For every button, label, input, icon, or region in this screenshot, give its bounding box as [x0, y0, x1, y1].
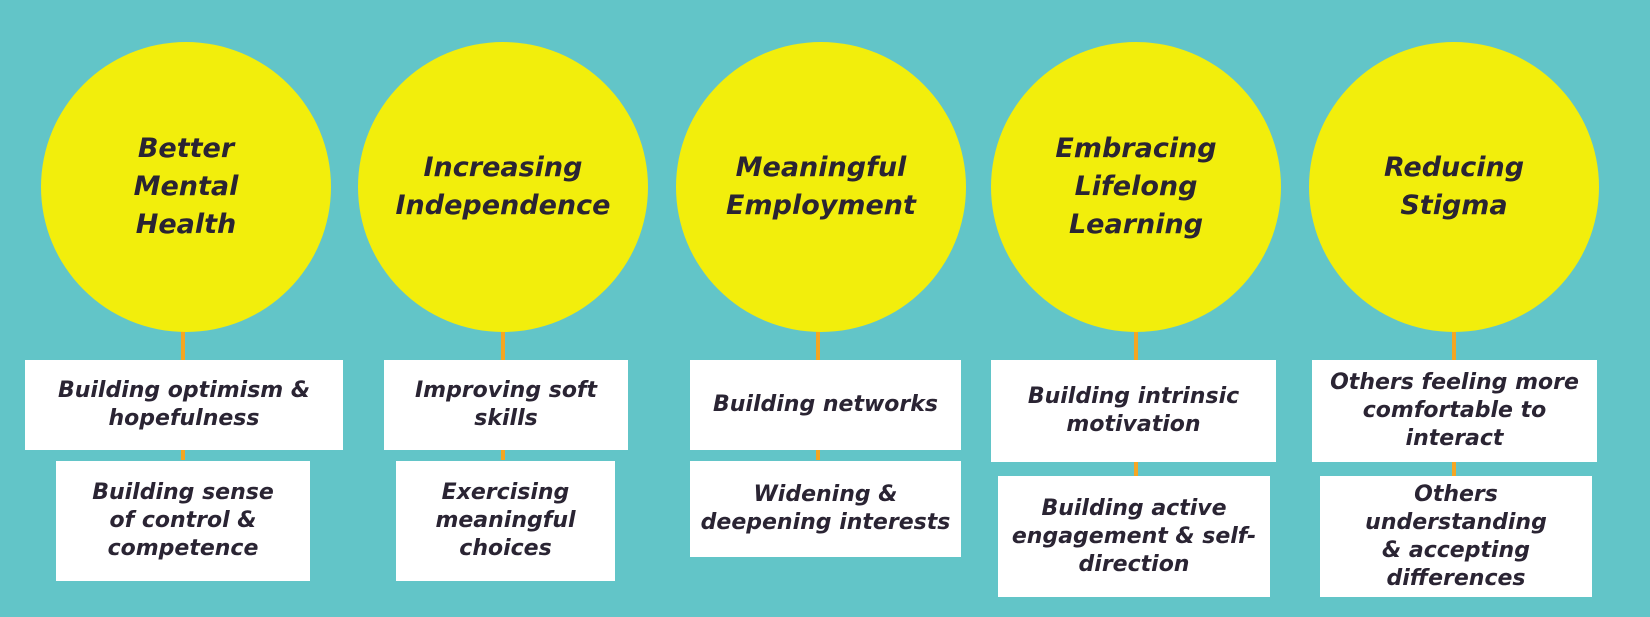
- step-label: Others understanding & accepting differe…: [1365, 481, 1547, 591]
- outcome-label: Increasing Independence: [395, 152, 611, 221]
- step-label: Improving soft skills: [414, 378, 598, 431]
- step-box: Exercising meaningful choices: [396, 461, 615, 581]
- step-box: Improving soft skills: [384, 360, 628, 450]
- step-label: Exercising meaningful choices: [435, 480, 576, 561]
- outcome-circle-mental-health: Better Mental Health: [41, 42, 331, 332]
- step-label: Building sense of control & competence: [92, 480, 274, 561]
- step-label: Building intrinsic motivation: [1027, 384, 1240, 437]
- step-label: Building active engagement & self- direc…: [1011, 495, 1257, 577]
- outcome-label: Better Mental Health: [133, 133, 239, 240]
- outcome-circle-employment: Meaningful Employment: [676, 42, 966, 332]
- step-box: Building networks: [690, 360, 961, 450]
- step-box: Building sense of control & competence: [56, 461, 310, 581]
- step-label: Building networks: [713, 392, 938, 417]
- step-box: Others understanding & accepting differe…: [1320, 476, 1592, 597]
- outcome-label: Embracing Lifelong Learning: [1055, 133, 1217, 240]
- step-box: Widening & deepening interests: [690, 461, 961, 557]
- step-label: Building optimism & hopefulness: [57, 378, 311, 431]
- step-label: Widening & deepening interests: [700, 482, 951, 535]
- step-box: Building optimism & hopefulness: [25, 360, 343, 450]
- outcome-circle-stigma: Reducing Stigma: [1309, 42, 1599, 332]
- outcome-label: Meaningful Employment: [726, 152, 916, 221]
- step-box: Others feeling more comfortable to inter…: [1312, 360, 1597, 462]
- outcome-circle-lifelong-learning: Embracing Lifelong Learning: [991, 42, 1281, 332]
- step-label: Others feeling more comfortable to inter…: [1330, 370, 1579, 451]
- outcome-circle-independence: Increasing Independence: [358, 42, 648, 332]
- step-box: Building active engagement & self- direc…: [998, 476, 1270, 597]
- step-box: Building intrinsic motivation: [991, 360, 1276, 462]
- outcome-label: Reducing Stigma: [1383, 152, 1525, 221]
